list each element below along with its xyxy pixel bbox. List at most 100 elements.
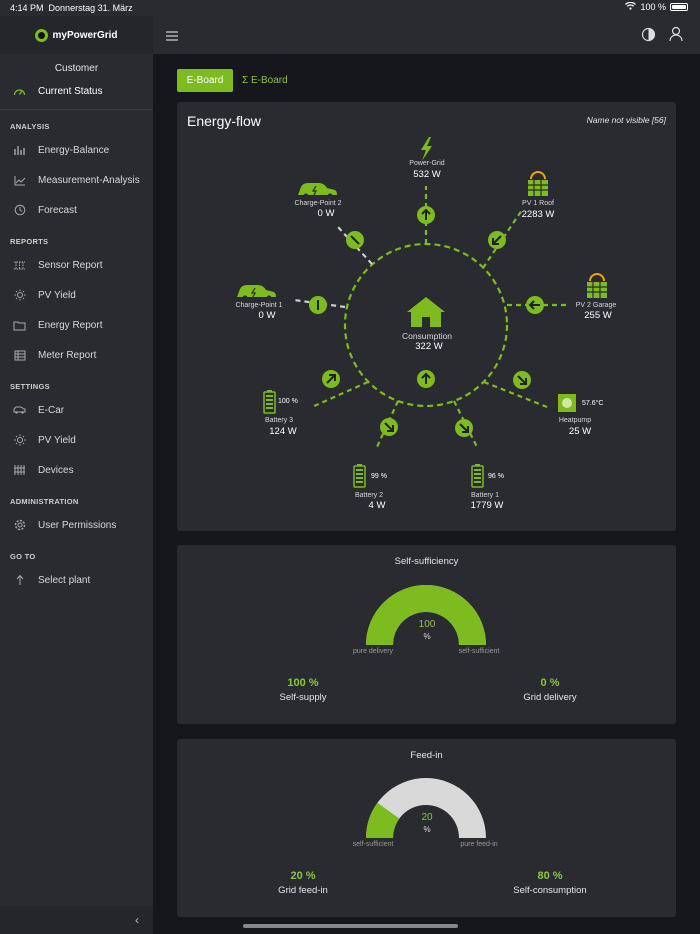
app-logo[interactable]: myPowerGrid <box>0 16 153 54</box>
gauge-left-label: pure delivery <box>352 648 394 655</box>
feed-in-gauge <box>366 778 486 838</box>
sidebar-item-devices[interactable]: Devices <box>0 455 153 485</box>
heatpump-value: 25 W <box>568 426 592 437</box>
car-icon <box>13 404 26 417</box>
sidebar-item-energy-report[interactable]: Energy Report <box>0 310 153 340</box>
self-sufficiency-title: Self-sufficiency <box>394 556 459 567</box>
power-grid-value: 532 W <box>413 169 441 180</box>
battery-icon-1 <box>471 464 484 488</box>
section-settings: SETTINGS <box>10 382 50 391</box>
battery-icon-2 <box>353 464 366 488</box>
flow-node-charge1 <box>309 296 327 314</box>
battery3-soc: 100 % <box>278 398 298 405</box>
car-icon-charge1 <box>237 285 276 301</box>
sensor-icon <box>13 259 26 272</box>
charge-point-1-value: 0 W <box>258 310 276 321</box>
heatpump-temperature: 57.6°C <box>582 400 604 407</box>
solar-panel-icon-pv1 <box>528 171 548 196</box>
sidebar-item-current-status[interactable]: Current Status <box>0 76 153 106</box>
user-icon[interactable] <box>669 26 683 47</box>
self-consumption-label: Self-consumption <box>513 885 587 896</box>
sidebar-item-energy-balance[interactable]: Energy-Balance <box>0 135 153 165</box>
tab-sum-e-board[interactable]: Σ E-Board <box>242 75 288 86</box>
folder-icon <box>13 319 26 332</box>
ios-status-bar: 4:14 PM Donnerstag 31. März 100 % <box>0 0 700 16</box>
flow-node-battery3 <box>322 370 340 388</box>
sun-icon <box>13 434 26 447</box>
section-goto: GO TO <box>10 552 36 561</box>
pv2-label: PV 2 Garage <box>575 302 617 309</box>
self-sufficiency-gauge-unit: % <box>423 632 431 641</box>
grid-delivery-value: 0 % <box>540 677 560 689</box>
pv1-value: 2283 W <box>521 209 555 220</box>
pv2-value: 255 W <box>584 310 612 321</box>
flow-node-pv2 <box>526 296 544 314</box>
self-supply-label: Self-supply <box>279 692 327 703</box>
car-icon-charge2 <box>298 183 337 199</box>
flow-node-grid <box>417 206 435 224</box>
gauge-icon <box>13 85 26 98</box>
sidebar-item-pv-yield-settings[interactable]: PV Yield <box>0 425 153 455</box>
feed-in-gauge-value: 20 <box>421 812 433 823</box>
flow-node-battery2 <box>380 418 398 436</box>
lightning-icon <box>421 137 432 161</box>
theme-toggle-icon[interactable] <box>641 27 656 47</box>
hamburger-menu-icon[interactable] <box>166 28 178 46</box>
energy-flow-title: Energy-flow <box>187 113 261 129</box>
battery-icon <box>670 3 688 11</box>
flow-node-battery1 <box>455 419 473 437</box>
solar-panel-icon-pv2 <box>587 273 607 298</box>
grid-feed-in-value: 20 % <box>290 870 316 882</box>
grid-feed-in-label: Grid feed-in <box>278 885 328 896</box>
arrow-up-icon <box>13 574 26 587</box>
gauge-right-label: pure feed-in <box>460 841 498 848</box>
flow-node-pv1 <box>488 231 506 249</box>
divider <box>0 109 153 110</box>
self-consumption-value: 80 % <box>537 870 563 882</box>
battery-icon-3 <box>263 390 276 414</box>
bar-chart-icon <box>13 144 26 157</box>
chevron-left-icon: ‹ <box>135 913 139 927</box>
customer-label[interactable]: Customer <box>54 63 99 74</box>
self-sufficiency-gauge-value: 100 <box>418 619 436 630</box>
battery3-value: 124 W <box>269 426 297 437</box>
energy-flow-card: Energy-flow Name not visible [56] <box>177 102 676 531</box>
sidebar-item-measurement-analysis[interactable]: Measurement-Analysis <box>0 165 153 195</box>
house-icon <box>407 297 445 327</box>
self-supply-value: 100 % <box>287 677 319 689</box>
sidebar-item-e-car[interactable]: E-Car <box>0 395 153 425</box>
feed-in-title: Feed-in <box>410 750 443 761</box>
battery2-soc: 99 % <box>371 473 387 480</box>
sidebar-item-sensor-report[interactable]: Sensor Report <box>0 250 153 280</box>
sidebar-collapse-button[interactable]: ‹ <box>0 906 153 934</box>
status-time: 4:14 PM Donnerstag 31. März <box>10 3 133 13</box>
sun-icon <box>13 289 26 302</box>
sidebar-item-forecast[interactable]: Forecast <box>0 195 153 225</box>
battery-percent: 100 % <box>640 2 666 12</box>
grid-delivery-label: Grid delivery <box>523 692 577 703</box>
table-icon <box>13 349 26 362</box>
home-indicator <box>243 924 458 928</box>
sidebar-item-pv-yield-report[interactable]: PV Yield <box>0 280 153 310</box>
sidebar-item-meter-report[interactable]: Meter Report <box>0 340 153 370</box>
gauge-right-label: self-sufficient <box>458 648 500 655</box>
power-grid-label: Power-Grid <box>409 160 445 167</box>
clock-icon <box>13 204 26 217</box>
wifi-icon <box>625 1 637 12</box>
heatpump-label: Heatpump <box>558 417 592 424</box>
flow-node-charge2 <box>346 231 364 249</box>
section-reports: REPORTS <box>10 237 49 246</box>
self-sufficiency-gauge <box>366 584 486 645</box>
sidebar-item-select-plant[interactable]: Select plant <box>0 565 153 595</box>
heatpump-icon <box>558 394 576 412</box>
consumption-value: 322 W <box>415 341 443 352</box>
logo-icon <box>35 28 49 42</box>
battery1-soc: 96 % <box>488 473 504 480</box>
section-analysis: ANALYSIS <box>10 122 50 131</box>
energy-flow-diagram <box>237 137 607 488</box>
flow-node-consumption <box>417 370 435 388</box>
sidebar: myPowerGrid Customer Current Status ANAL… <box>0 16 153 934</box>
tab-e-board[interactable]: E-Board <box>177 69 233 92</box>
battery2-label: Battery 2 <box>354 492 384 499</box>
sidebar-item-user-permissions[interactable]: User Permissions <box>0 510 153 540</box>
